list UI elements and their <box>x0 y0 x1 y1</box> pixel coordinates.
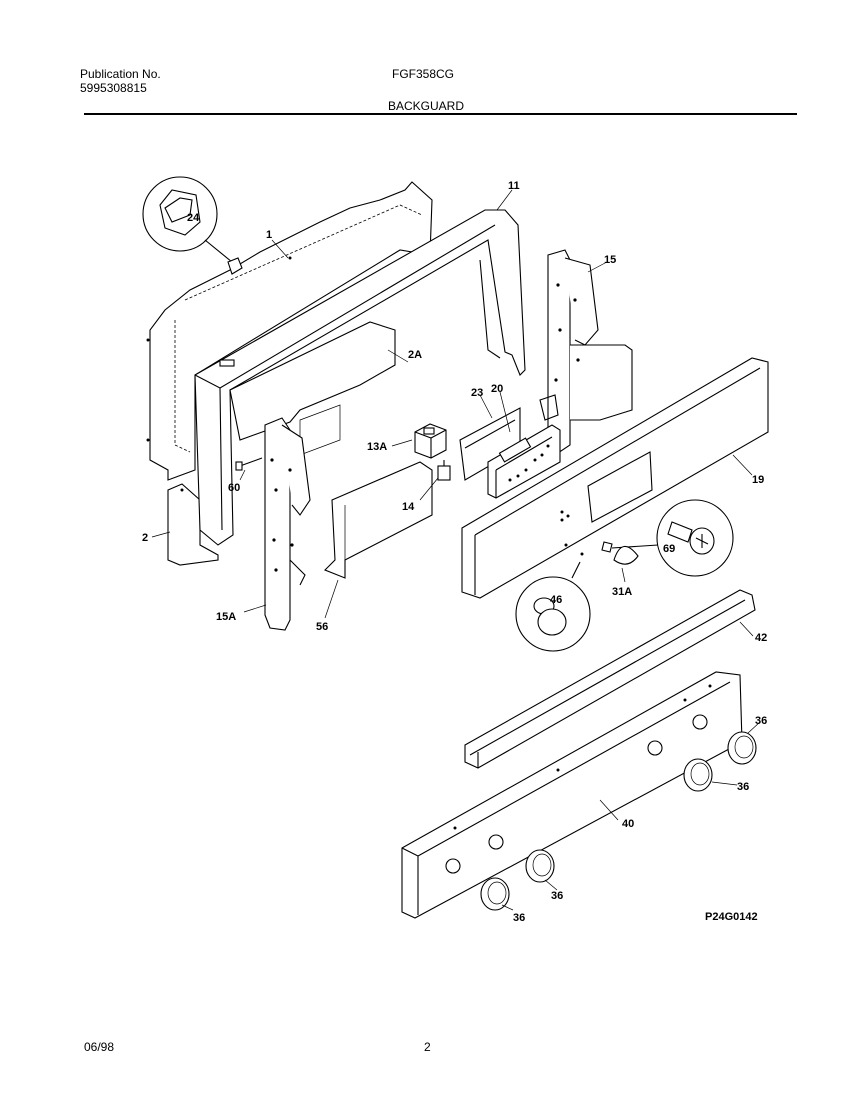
callout-label: 40 <box>622 818 634 830</box>
page-number: 2 <box>424 1040 431 1054</box>
callout-label: 19 <box>752 474 764 486</box>
callout-label: 23 <box>471 387 483 399</box>
rail-part-42 <box>464 589 756 769</box>
side-bracket-part-15A <box>264 417 311 631</box>
burner-knob-part-36 <box>480 877 510 911</box>
control-panel-part-19 <box>461 357 769 599</box>
callout-label: 2 <box>142 532 148 544</box>
callout-label: 24 <box>187 212 200 224</box>
callout-label: 56 <box>316 621 328 633</box>
callout-label: 14 <box>402 501 415 513</box>
model-number: FGF358CG <box>392 67 455 81</box>
callout-label: 36 <box>737 781 749 793</box>
callout-label: 13A <box>367 441 387 453</box>
callout-label: 60 <box>228 482 240 494</box>
cap-part-31A <box>613 545 639 565</box>
callout-label: 36 <box>513 912 525 924</box>
callout-label: 15 <box>604 254 616 266</box>
callout-label: 2A <box>408 349 422 361</box>
footer-date: 06/98 <box>84 1040 115 1054</box>
backguard-frame-part <box>194 209 526 546</box>
callout-label: 42 <box>755 632 767 644</box>
screw-part-69 <box>601 499 734 577</box>
callout-label: 36 <box>551 890 563 902</box>
header-rule <box>84 113 797 115</box>
leader-lines <box>151 189 761 911</box>
callout-label: 46 <box>550 594 562 606</box>
callout-label: 31A <box>612 586 632 598</box>
burner-knob-part-36 <box>525 849 555 883</box>
callout-label: 36 <box>755 715 767 727</box>
burner-knob-part-36 <box>683 758 713 792</box>
clip-part-24 <box>142 176 243 275</box>
burner-knob-part-36 <box>727 731 757 765</box>
shield-part-56 <box>324 461 433 579</box>
clock-board-part-20 <box>487 424 561 499</box>
callout-label: 15A <box>216 611 236 623</box>
switch-part-14 <box>437 460 451 481</box>
publication-label: Publication No. <box>80 67 161 81</box>
screw-part-60 <box>235 457 263 471</box>
relay-part-13A <box>414 423 447 459</box>
callout-label: 11 <box>508 180 520 192</box>
bracket-part-2 <box>167 483 219 566</box>
callout-label: 69 <box>663 543 675 555</box>
callout-label: 20 <box>491 383 503 395</box>
publication-number: 5995308815 <box>80 81 147 95</box>
callout-label: 1 <box>266 229 272 241</box>
diagram-code: P24G0142 <box>705 911 758 923</box>
side-bracket-part-15 <box>539 249 633 456</box>
section-title: BACKGUARD <box>388 99 465 113</box>
knob-part-46 <box>515 561 591 652</box>
